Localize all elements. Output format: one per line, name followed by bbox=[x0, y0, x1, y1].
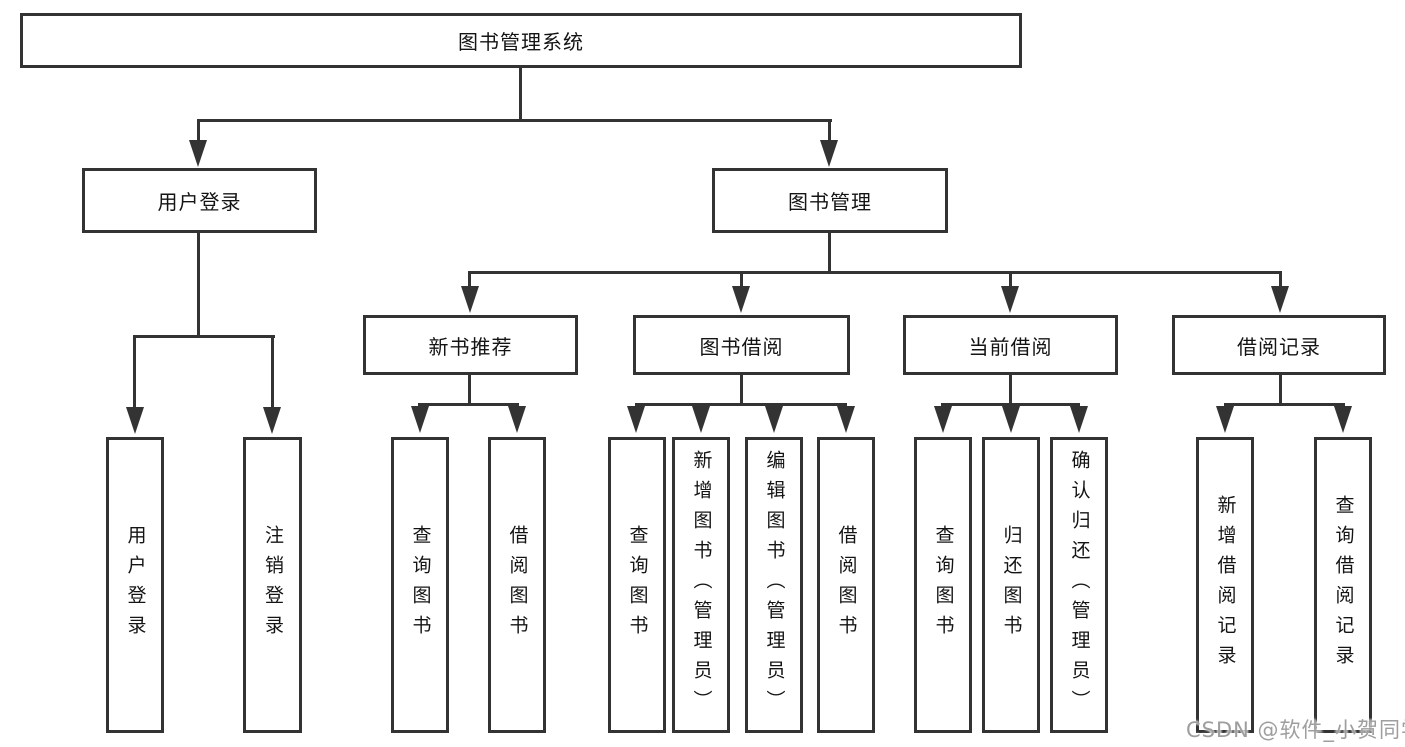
connector-arrowhead bbox=[1216, 406, 1234, 433]
node-label: 借阅记录 bbox=[1237, 334, 1321, 359]
connector-arrowhead bbox=[837, 406, 855, 433]
leaf-label: 确认归还（管理员） bbox=[1068, 450, 1091, 720]
connector-line bbox=[828, 121, 831, 143]
node-current-borrowing: 当前借阅 bbox=[903, 315, 1118, 375]
leaf-label: 查询图书 bbox=[626, 525, 649, 645]
connector-arrowhead bbox=[1001, 286, 1019, 313]
leaf-label: 查询借阅记录 bbox=[1332, 495, 1355, 675]
connector-line bbox=[519, 67, 522, 121]
connector-line bbox=[197, 121, 200, 143]
leaf-add-books-admin: 新增图书（管理员） bbox=[672, 437, 730, 733]
leaf-label: 注销登录 bbox=[262, 525, 284, 645]
leaf-query-borrow-record: 查询借阅记录 bbox=[1314, 437, 1372, 733]
leaf-confirm-return-admin: 确认归还（管理员） bbox=[1050, 437, 1108, 733]
node-user-login: 用户登录 bbox=[82, 168, 317, 233]
connector-arrowhead bbox=[1002, 406, 1020, 433]
connector-arrowhead bbox=[411, 406, 429, 433]
node-label: 图书管理系统 bbox=[458, 30, 584, 54]
leaf-label: 新增图书（管理员） bbox=[690, 450, 713, 720]
connector-line bbox=[941, 403, 1080, 406]
connector-arrowhead bbox=[1070, 406, 1088, 433]
node-label: 图书借阅 bbox=[699, 334, 784, 359]
node-label: 新书推荐 bbox=[428, 334, 513, 359]
connector-line bbox=[1279, 374, 1282, 406]
leaf-label: 借阅图书 bbox=[835, 525, 858, 645]
leaf-label: 归还图书 bbox=[1000, 525, 1023, 645]
leaf-label: 新增借阅记录 bbox=[1214, 495, 1237, 675]
csdn-watermark: CSDN @软件_小贺同学 bbox=[1186, 718, 1405, 742]
leaf-edit-books-admin: 编辑图书（管理员） bbox=[745, 437, 803, 733]
leaf-borrow-books-recommend: 借阅图书 bbox=[488, 437, 546, 733]
leaf-label: 用户登录 bbox=[124, 525, 147, 645]
connector-arrowhead bbox=[627, 406, 645, 433]
connector-line bbox=[1224, 403, 1345, 406]
leaf-borrow-books-borrowing: 借阅图书 bbox=[817, 437, 875, 733]
connector-line bbox=[418, 403, 519, 406]
leaf-label: 借阅图书 bbox=[506, 525, 529, 645]
connector-arrowhead bbox=[189, 140, 207, 167]
connector-line bbox=[740, 374, 743, 406]
connector-arrowhead bbox=[692, 406, 710, 433]
leaf-query-books-current: 查询图书 bbox=[914, 437, 972, 733]
node-label: 当前借阅 bbox=[968, 334, 1053, 359]
connector-arrowhead bbox=[263, 407, 281, 434]
node-library-management-system: 图书管理系统 bbox=[20, 13, 1022, 68]
connector-line bbox=[1279, 273, 1282, 288]
connector-arrowhead bbox=[820, 140, 838, 167]
connector-arrowhead bbox=[1271, 286, 1289, 313]
connector-line bbox=[468, 374, 471, 406]
connector-line bbox=[197, 232, 200, 338]
connector-line bbox=[635, 403, 847, 406]
node-label: 用户登录 bbox=[157, 190, 242, 214]
connector-line bbox=[133, 335, 275, 338]
leaf-label: 查询图书 bbox=[932, 525, 955, 645]
node-label: 图书管理 bbox=[788, 190, 872, 214]
leaf-return-books: 归还图书 bbox=[982, 437, 1040, 733]
leaf-query-books-recommend: 查询图书 bbox=[391, 437, 449, 733]
connector-line bbox=[828, 232, 831, 274]
connector-line bbox=[1009, 374, 1012, 406]
connector-line bbox=[740, 273, 743, 288]
connector-arrowhead bbox=[765, 406, 783, 433]
leaf-label: 查询图书 bbox=[409, 525, 432, 645]
connector-arrowhead bbox=[126, 407, 144, 434]
node-book-management: 图书管理 bbox=[712, 168, 948, 233]
connector-line bbox=[271, 337, 274, 410]
connector-arrowhead bbox=[732, 286, 750, 313]
leaf-query-books-borrowing: 查询图书 bbox=[608, 437, 666, 733]
connector-arrowhead bbox=[1334, 406, 1352, 433]
connector-line bbox=[133, 337, 136, 410]
connector-arrowhead bbox=[508, 406, 526, 433]
node-new-book-recommendation: 新书推荐 bbox=[363, 315, 578, 375]
connector-line bbox=[197, 119, 832, 122]
node-book-borrowing: 图书借阅 bbox=[633, 315, 850, 375]
leaf-logout: 注销登录 bbox=[243, 437, 302, 733]
connector-line bbox=[468, 273, 471, 288]
leaf-add-borrow-record: 新增借阅记录 bbox=[1196, 437, 1254, 733]
connector-line bbox=[1009, 273, 1012, 288]
connector-line bbox=[468, 271, 1282, 274]
connector-arrowhead bbox=[934, 406, 952, 433]
connector-arrowhead bbox=[461, 286, 479, 313]
leaf-label: 编辑图书（管理员） bbox=[763, 450, 786, 720]
leaf-user-login: 用户登录 bbox=[106, 437, 164, 733]
node-borrowing-records: 借阅记录 bbox=[1172, 315, 1386, 375]
